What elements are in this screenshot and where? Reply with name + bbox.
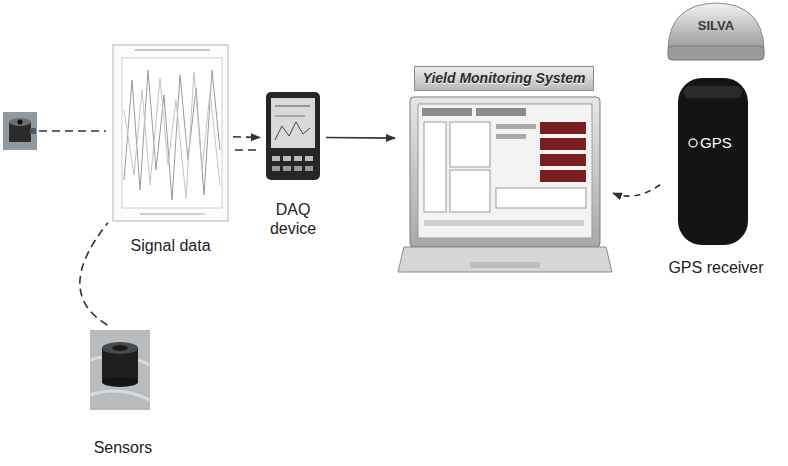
sensor-picture [90, 330, 150, 410]
connector-line [80, 223, 108, 325]
gps-device-picture [678, 78, 748, 245]
caption-text: Signal data [130, 236, 210, 255]
caption-text: GPS receiver [668, 258, 763, 277]
gps-antenna-picture [668, 3, 764, 60]
connector-line [613, 185, 660, 196]
caption-text: DAQ device [260, 200, 326, 238]
laptop-picture [398, 97, 612, 272]
sensor-wire [39, 130, 106, 132]
device-label: GPS [700, 134, 732, 151]
connector-line [233, 136, 260, 138]
signal-wire [235, 149, 260, 151]
signal-node: Signal data [108, 40, 233, 255]
signal-chart [113, 45, 228, 221]
brand-label: SILVA [698, 18, 734, 33]
sensor-node: Sensors [84, 325, 162, 457]
daq-device-picture [266, 92, 320, 180]
gps-node: GPS receiver [660, 72, 772, 277]
caption-text: Sensors [94, 438, 153, 457]
load-cell-picture [3, 112, 37, 150]
system-node: Yield Monitoring System [395, 66, 613, 278]
daq-node: DAQ device [260, 88, 326, 238]
connector-line [326, 137, 395, 139]
system-banner: Yield Monitoring System [414, 66, 595, 91]
